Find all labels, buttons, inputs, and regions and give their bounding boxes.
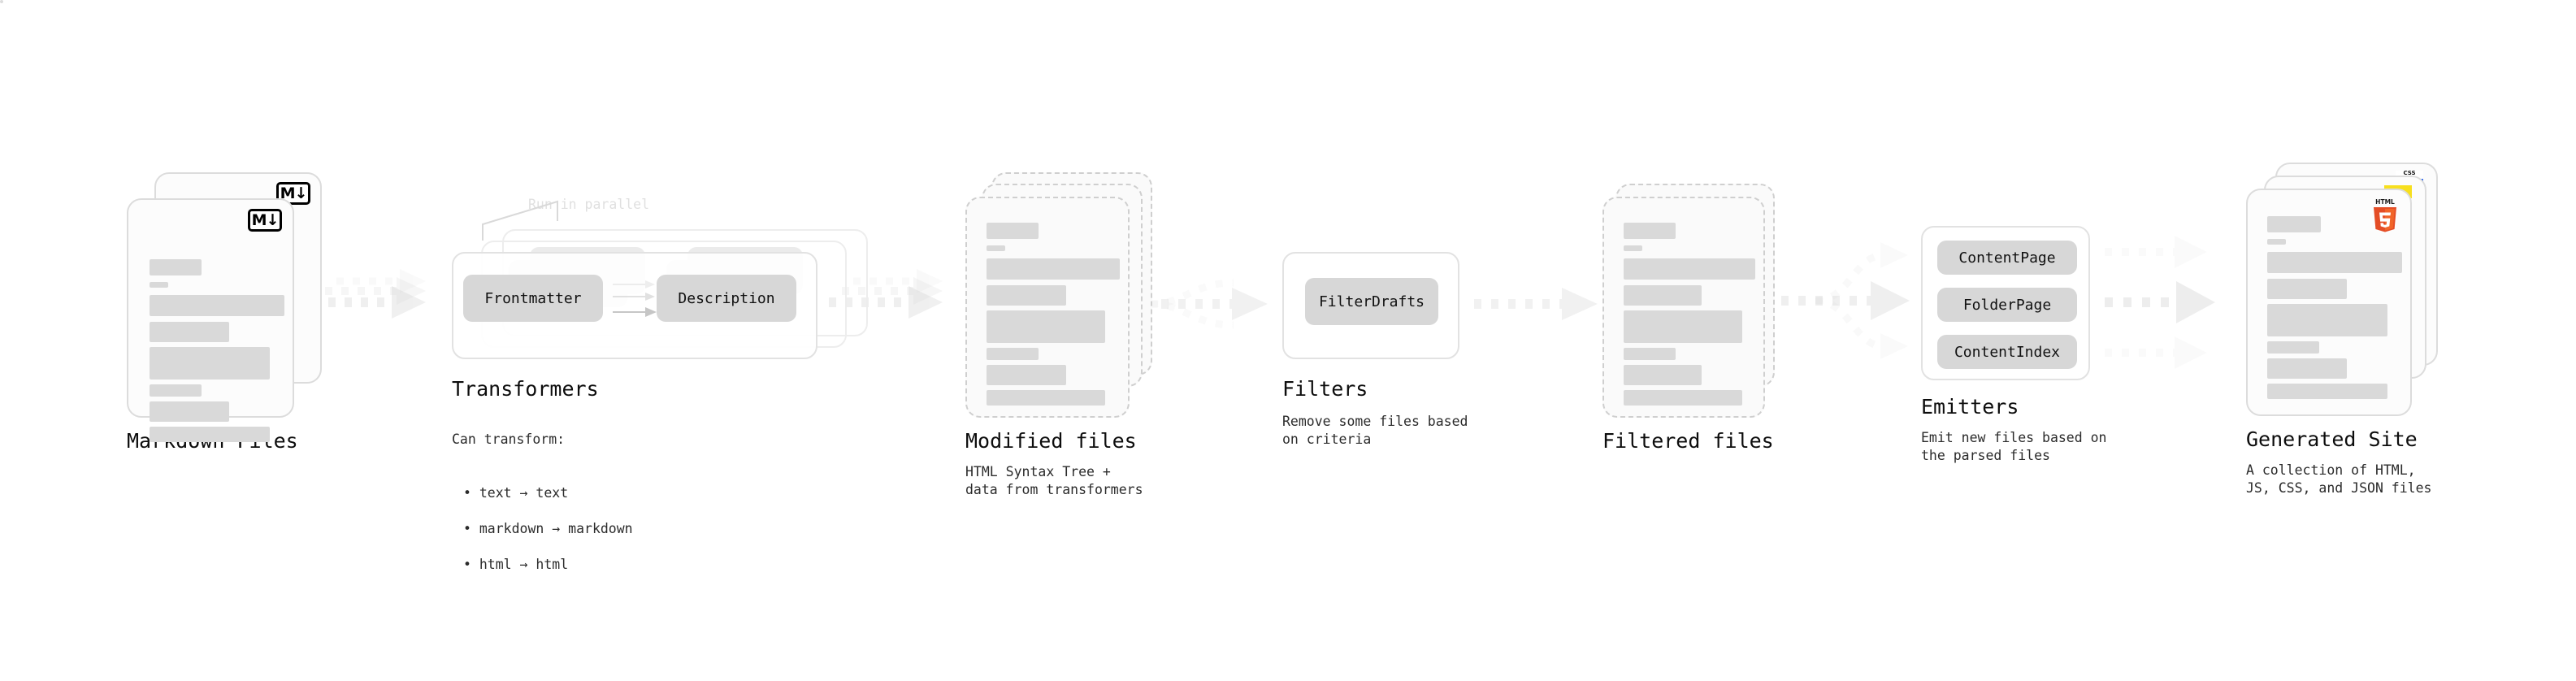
stage-title-filtered-files: Filtered files bbox=[1602, 429, 1774, 453]
filters-box: FilterDrafts bbox=[1282, 252, 1459, 359]
skeleton-bar bbox=[1624, 365, 1702, 385]
skeleton-bar bbox=[987, 223, 1039, 239]
transformers-bullet: • html → html bbox=[463, 557, 569, 572]
generated-file-card-html: HTML bbox=[2246, 189, 2412, 416]
skeleton-bar bbox=[1624, 390, 1742, 406]
stage-title-transformers: Transformers bbox=[452, 377, 599, 401]
filter-chip-filterdrafts[interactable]: FilterDrafts bbox=[1305, 278, 1438, 325]
skeleton-bar bbox=[1624, 245, 1642, 251]
markdown-icon: M↓ bbox=[248, 209, 282, 232]
skeleton-bar bbox=[1624, 258, 1755, 280]
skeleton-bar bbox=[150, 347, 270, 380]
connector-modified-to-filters bbox=[1143, 275, 1281, 332]
transformers-bullet: • markdown → markdown bbox=[463, 521, 633, 536]
skeleton-bar bbox=[2267, 341, 2319, 354]
markdown-file-card-front: M↓ bbox=[127, 198, 294, 442]
skeleton-bar bbox=[2267, 216, 2321, 232]
skeleton-bar bbox=[987, 285, 1066, 306]
skeleton-bar bbox=[1624, 310, 1742, 343]
connector-transformers-to-modified bbox=[827, 268, 949, 333]
skeleton-bar bbox=[2267, 252, 2402, 273]
stage-title-modified-files: Modified files bbox=[965, 429, 1137, 453]
run-in-parallel-label: Run in parallel bbox=[528, 197, 650, 212]
skeleton-bar bbox=[2267, 279, 2347, 299]
stage-title-generated-site: Generated Site bbox=[2246, 427, 2418, 451]
html5-icon: HTML bbox=[2371, 197, 2399, 236]
skeleton-bar bbox=[150, 282, 168, 288]
transformer-chip-frontmatter[interactable]: Frontmatter bbox=[463, 275, 603, 322]
skeleton-bar bbox=[150, 384, 202, 397]
skeleton-bar bbox=[2267, 358, 2347, 379]
skeleton-bar bbox=[150, 322, 229, 342]
skeleton-bar bbox=[150, 259, 202, 275]
stage-title-filters: Filters bbox=[1282, 377, 1368, 401]
skeleton-bar bbox=[987, 390, 1105, 406]
stage-desc-transformers: Can transform: • text → text • markdown … bbox=[452, 413, 633, 609]
transformer-chip-description[interactable]: Description bbox=[657, 275, 796, 322]
skeleton-bar bbox=[987, 258, 1120, 280]
transformers-box-front: Frontmatter Description bbox=[452, 252, 817, 359]
stage-desc-emitters: Emit new files based on the parsed files bbox=[1921, 430, 2107, 463]
markdown-file-card-back1: M↓ bbox=[0, 0, 3, 3]
connector-filtered-to-emitters bbox=[1780, 242, 1926, 359]
emitter-chip-contentindex[interactable]: ContentIndex bbox=[1937, 335, 2077, 369]
skeleton-bar bbox=[2267, 304, 2387, 336]
stage-desc-generated-site: A collection of HTML, JS, CSS, and JSON … bbox=[2246, 462, 2432, 496]
html5-wordmark: HTML bbox=[2375, 198, 2395, 206]
skeleton-bar bbox=[987, 310, 1105, 343]
emitters-box: ContentPage FolderPage ContentIndex bbox=[1921, 226, 2090, 380]
skeleton-bar bbox=[2267, 239, 2286, 245]
transformer-inner-arrows bbox=[611, 268, 658, 333]
skeleton-bar bbox=[150, 427, 270, 442]
skeleton-bar bbox=[1624, 285, 1702, 306]
skeleton-bar bbox=[987, 245, 1005, 251]
skeleton-bar bbox=[2267, 384, 2387, 399]
filtered-file-card-front bbox=[1602, 197, 1765, 418]
transformers-desc-head: Can transform: bbox=[452, 432, 566, 447]
emitter-chip-contentpage[interactable]: ContentPage bbox=[1937, 241, 2077, 275]
skeleton-bar bbox=[150, 295, 284, 316]
skeleton-bar bbox=[987, 365, 1066, 385]
run-in-parallel-bracket bbox=[479, 193, 601, 242]
emitter-chip-folderpage[interactable]: FolderPage bbox=[1937, 288, 2077, 322]
connector-emitters-to-site bbox=[2103, 232, 2249, 371]
connector-markdown-to-transformers bbox=[310, 268, 432, 333]
transformers-bullet: • text → text bbox=[463, 485, 569, 501]
connector-filters-to-filtered bbox=[1472, 275, 1611, 332]
skeleton-bar bbox=[150, 401, 229, 422]
modified-file-card-front bbox=[965, 197, 1130, 418]
stage-desc-filters: Remove some files based on criteria bbox=[1282, 414, 1468, 447]
skeleton-bar bbox=[1624, 348, 1676, 360]
skeleton-bar bbox=[1624, 223, 1676, 239]
stage-desc-modified-files: HTML Syntax Tree + data from transformer… bbox=[965, 464, 1143, 497]
stage-title-emitters: Emitters bbox=[1921, 395, 2019, 419]
skeleton-bar bbox=[987, 348, 1039, 360]
